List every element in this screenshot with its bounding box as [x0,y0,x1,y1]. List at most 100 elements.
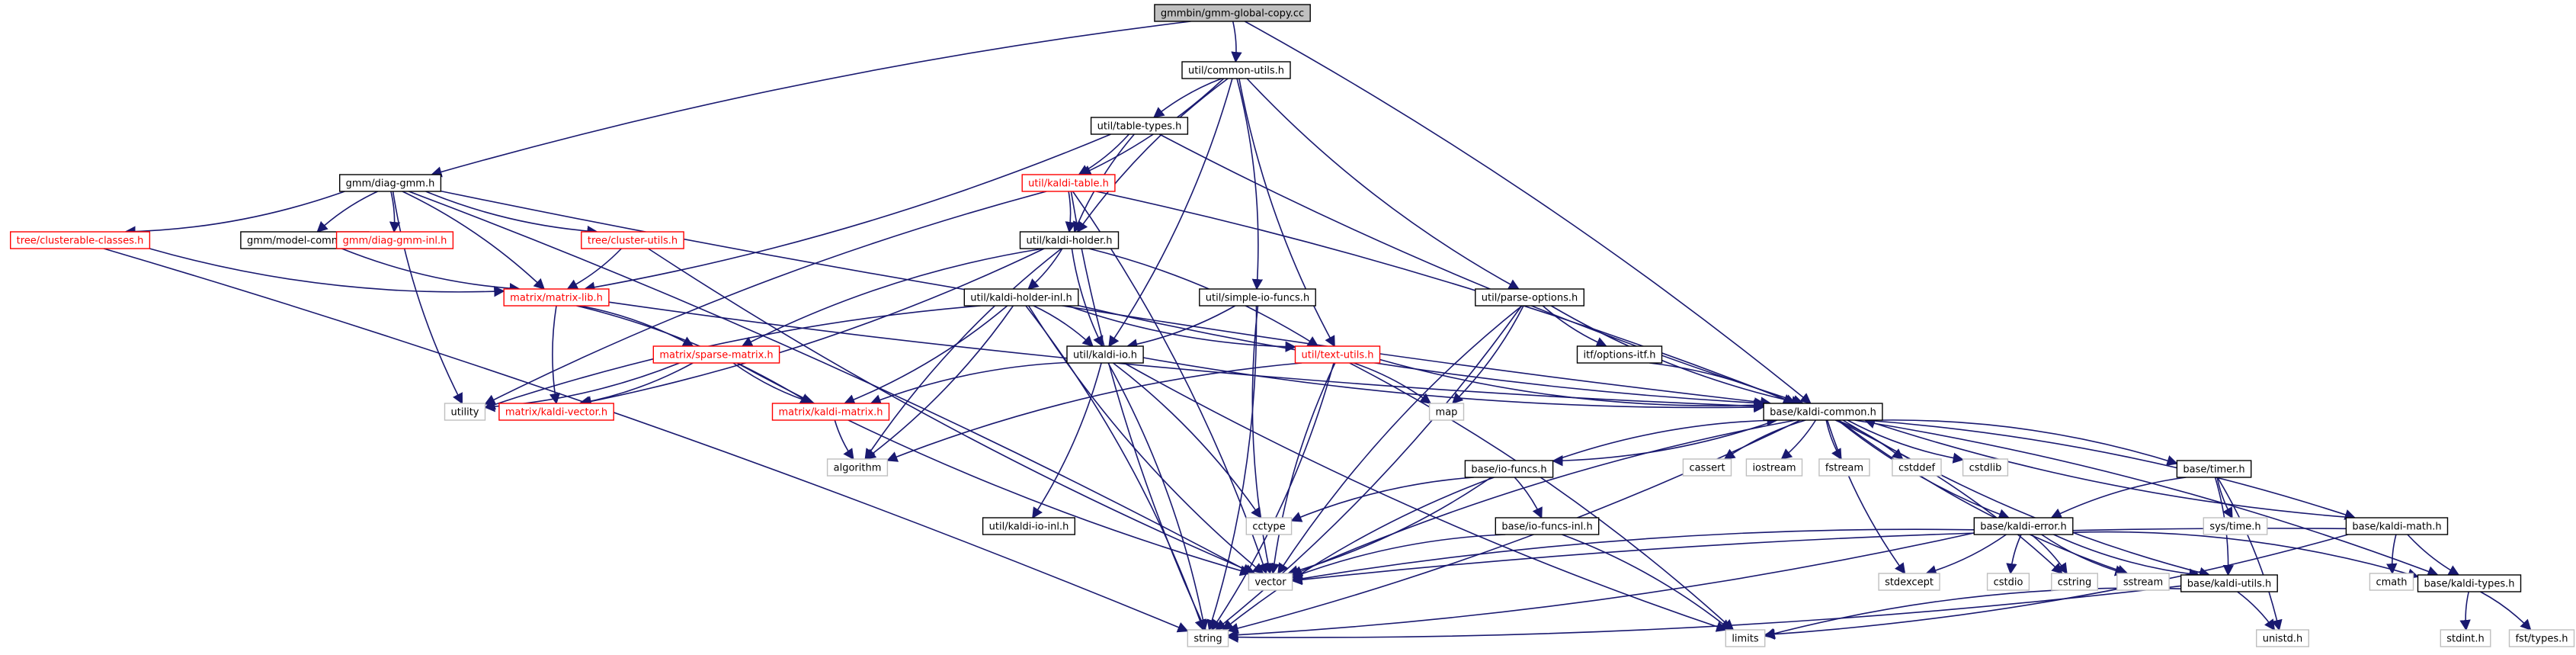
edge-text_utils-to-vector [1268,362,1336,575]
node-kaldi_math[interactable]: base/kaldi-math.h [2345,517,2449,535]
node-table_types[interactable]: util/table-types.h [1090,117,1189,135]
edge-diag_gmm-to-diag_gmm_inl [389,191,401,233]
edge-kaldi_common-to-fstream [1825,419,1842,461]
node-holder_inl[interactable]: util/kaldi-holder-inl.h [963,288,1079,307]
node-label-utility: utility [451,407,479,419]
node-box-io_funcs [1464,460,1554,478]
node-iostream: iostream [1745,458,1803,477]
node-label-stdint: stdint.h [2446,634,2484,645]
edge-kaldi_error-to-kaldi_utils [2053,534,2200,580]
edge-common_utils-to-table_types [1152,78,1222,118]
edge-model_common-to-matrix_lib [341,248,521,294]
node-clusterable[interactable]: tree/clusterable-classes.h [9,231,151,249]
edge-table_types-to-matrix_lib [583,133,1111,293]
edge-kaldi_table-to-utility [484,191,1047,405]
node-layer: gmmbin/gmm-global-copy.ccutil/common-uti… [9,4,2575,647]
node-timer[interactable]: base/timer.h [2176,460,2252,478]
node-kaldi_io_inl[interactable]: util/kaldi-io-inl.h [982,517,1075,535]
node-label-diag_gmm_inl: gmm/diag-gmm-inl.h [343,236,447,247]
node-label-cstdlib: cstdlib [1969,463,2002,474]
node-kaldi_vector[interactable]: matrix/kaldi-vector.h [498,403,614,421]
node-label-cstdio: cstdio [1994,577,2023,589]
edge-kaldi_common-to-string [1227,419,1801,634]
node-kaldi_table[interactable]: util/kaldi-table.h [1021,174,1116,192]
node-label-cstddef: cstddef [1898,463,1936,474]
node-simple_io[interactable]: util/simple-io-funcs.h [1199,288,1316,307]
edge-kaldi_math-to-cmath [2386,534,2398,575]
node-fstream: fstream [1818,458,1870,477]
node-label-sstream: sstream [2123,577,2163,589]
node-label-matrix_lib: matrix/matrix-lib.h [510,293,603,304]
node-box-kaldi_io_inl [982,517,1075,535]
edge-kaldi_common-to-sstream [1838,419,2129,576]
edge-layer [103,21,2532,643]
edge-simple_io-to-string [1206,305,1258,631]
edge-diag_gmm-to-kaldi_common [441,190,1772,408]
node-text_utils[interactable]: util/text-utils.h [1294,345,1381,364]
edge-sparse_matrix-to-kaldi_vector [578,362,694,407]
edge-kaldi_matrix-to-algorithm [834,419,854,461]
node-box-kaldi_holder [1019,231,1120,249]
edge-holder_inl-to-algorithm [864,305,1014,460]
node-cluster_utils[interactable]: tree/cluster-utils.h [581,231,684,249]
node-options_itf[interactable]: itf/options-itf.h [1576,345,1663,364]
edge-text_utils-to-limits [1349,362,1735,631]
node-label-kaldi_holder: util/kaldi-holder.h [1027,236,1113,247]
edge-kaldi_holder-to-sparse_matrix [741,248,1044,347]
edge-cluster_utils-to-matrix_lib [566,248,622,290]
node-matrix_lib[interactable]: matrix/matrix-lib.h [503,288,610,307]
node-box-timer [2176,460,2252,478]
edge-kaldi_common-to-vector [1291,419,1796,576]
node-box-cstddef [1892,458,1942,477]
node-label-sparse_matrix: matrix/sparse-matrix.h [659,350,773,361]
node-box-options_itf [1576,345,1663,364]
node-box-sparse_matrix [652,345,780,364]
edge-simple_io-to-vector [1251,305,1274,575]
node-label-text_utils: util/text-utils.h [1302,350,1374,361]
edge-kaldi_error-to-sstream [2041,534,2126,576]
node-label-sys_time: sys/time.h [2209,522,2260,533]
node-kaldi_error[interactable]: base/kaldi-error.h [1973,517,2074,535]
node-label-stdexcept: stdexcept [1885,577,1934,589]
node-kaldi_matrix[interactable]: matrix/kaldi-matrix.h [771,403,890,421]
edge-kaldi_common-to-timer [1880,419,2178,466]
node-label-map: map [1436,407,1458,419]
node-box-common_utils [1181,61,1291,79]
node-kaldi_types[interactable]: base/kaldi-types.h [2417,574,2522,592]
edge-kaldi_common-to-iostream [1780,419,1817,460]
node-box-diag_gmm_inl [335,231,454,249]
edge-parse_options-to-options_itf [1542,305,1608,348]
node-label-kaldi_types: base/kaldi-types.h [2424,579,2515,590]
node-box-kaldi_math [2345,517,2449,535]
edge-io_funcs-to-io_funcs_inl [1514,477,1543,519]
edge-cluster_utils-to-vector [648,248,1256,575]
edge-holder_inl-to-kaldi_io [1033,305,1094,347]
node-box-io_funcs_inl [1495,517,1600,535]
node-diag_gmm_inl[interactable]: gmm/diag-gmm-inl.h [335,231,454,249]
node-box-cluster_utils [581,231,684,249]
edge-holder_inl-to-utility [484,305,981,410]
node-kaldi_utils[interactable]: base/kaldi-utils.h [2180,574,2278,592]
node-kaldi_common[interactable]: base/kaldi-common.h [1763,403,1883,421]
edge-diag_gmm-to-utility [392,191,463,405]
edge-kaldi_common-to-kaldi_math [1865,419,2357,520]
node-io_funcs_inl[interactable]: base/io-funcs-inl.h [1495,517,1600,535]
node-box-cstdlib [1962,458,2009,477]
edge-kaldi_holder-to-kaldi_io [1071,248,1104,348]
node-sparse_matrix[interactable]: matrix/sparse-matrix.h [652,345,780,364]
node-common_utils[interactable]: util/common-utils.h [1181,61,1291,79]
node-sys_time: sys/time.h [2203,517,2268,535]
node-label-fst_types: fst/types.h [2515,634,2568,645]
node-kaldi_holder[interactable]: util/kaldi-holder.h [1019,231,1120,249]
edge-text_utils-to-algorithm [886,362,1302,462]
node-diag_gmm[interactable]: gmm/diag-gmm.h [339,174,442,192]
node-label-table_types: util/table-types.h [1097,121,1182,133]
node-box-sstream [2116,573,2170,591]
node-parse_options[interactable]: util/parse-options.h [1475,288,1585,307]
edge-holder_inl-to-string [1025,305,1206,631]
node-io_funcs[interactable]: base/io-funcs.h [1464,460,1554,478]
edge-diag_gmm-to-model_common [316,191,378,233]
edge-kaldi_io-to-limits [1123,362,1728,632]
node-kaldi_io[interactable]: util/kaldi-io.h [1066,345,1144,364]
edge-diag_gmm-to-clusterable [124,191,345,237]
